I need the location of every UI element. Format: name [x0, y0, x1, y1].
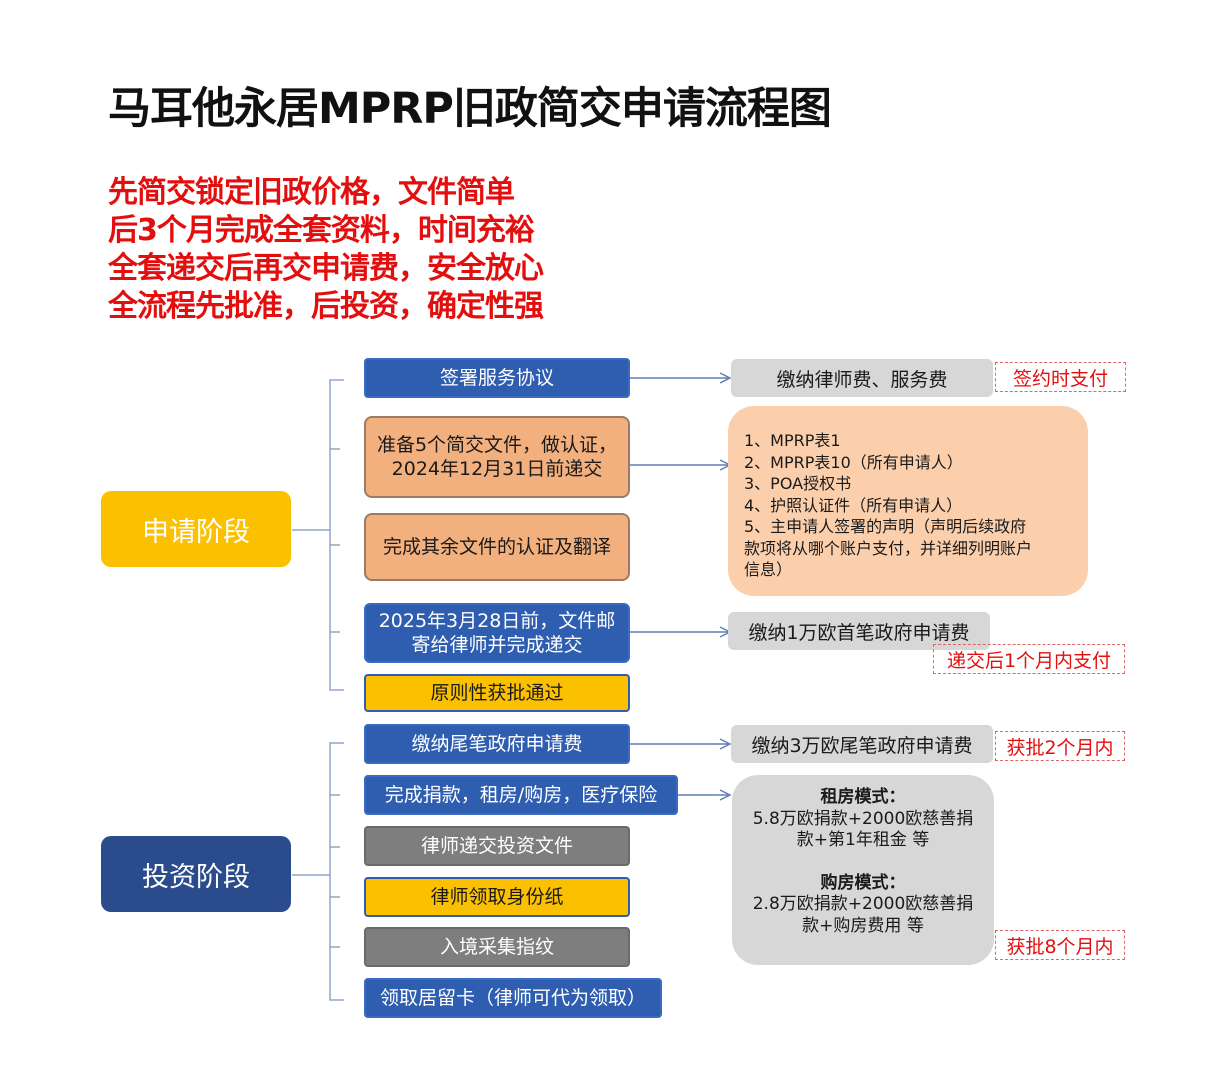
note-final-fee: 缴纳3万欧尾笔政府申请费 [731, 725, 993, 763]
step-prepare-line-1: 准备5个简交文件，做认证， [376, 434, 618, 456]
doc-item-5: 5、主申请人签署的声明（声明后续政府 [744, 517, 1027, 536]
step-approval: 原则性获批通过 [364, 674, 630, 712]
subtitle-line-2: 后3个月完成全套资料，时间充裕 [108, 213, 535, 248]
note-first-fee: 缴纳1万欧首笔政府申请费 [728, 612, 990, 650]
step-fingerprint: 入境采集指纹 [364, 927, 630, 967]
rent-mode-title: 租房模式： [820, 787, 906, 807]
step-prepare-line-2: 2024年12月31日前递交 [391, 458, 603, 480]
step-mail-line-1: 2025年3月28日前，文件邮 [378, 610, 616, 632]
step-complete-documents: 完成其余文件的认证及翻译 [364, 513, 630, 581]
step-final-fee: 缴纳尾笔政府申请费 [364, 724, 630, 764]
rent-mode-line-1: 5.8万欧捐款+2000欧慈善捐 [752, 808, 974, 829]
buy-mode-line-1: 2.8万欧捐款+2000欧慈善捐 [752, 894, 974, 914]
doc-item-3: 3、POA授权书 [744, 474, 852, 493]
subtitle-line-1: 先简交锁定旧政价格，文件简单 [108, 175, 515, 210]
doc-item-2: 2、MPRP表10（所有申请人） [744, 452, 963, 472]
step-invest-documents: 律师递交投资文件 [364, 826, 630, 866]
phase-investment: 投资阶段 [101, 836, 291, 912]
note-first-fee-timing: 递交后1个月内支付 [933, 644, 1125, 674]
subtitle-line-3: 全套递交后再交申请费，安全放心 [108, 251, 544, 286]
step-mail-line-2: 寄给律师并完成递交 [411, 634, 583, 656]
note-final-fee-timing: 获批2个月内 [995, 731, 1125, 761]
doc-item-1: 1、MPRP表1 [744, 431, 841, 450]
note-investment-modes: 租房模式： 5.8万欧捐款+2000欧慈善捐 款+第1年租金 等 购房模式： 2… [732, 775, 994, 965]
page-title: 马耳他永居MPRP旧政简交申请流程图 [108, 84, 832, 134]
phase-application: 申请阶段 [101, 491, 291, 567]
step-prepare-documents: 准备5个简交文件，做认证， 2024年12月31日前递交 [364, 416, 630, 498]
note-lawyer-fees: 缴纳律师费、服务费 [731, 359, 993, 397]
doc-item-5-cont-1: 款项将从哪个账户支付，并详细列明账户 [744, 538, 1033, 558]
step-id-paper: 律师领取身份纸 [364, 877, 630, 917]
doc-item-4: 4、护照认证件（所有申请人） [744, 495, 963, 515]
note-invest-timing: 获批8个月内 [995, 930, 1125, 960]
step-residence-card: 领取居留卡（律师可代为领取） [364, 978, 662, 1018]
note-fees-timing: 签约时支付 [995, 362, 1126, 392]
step-donation: 完成捐款，租房/购房，医疗保险 [364, 775, 678, 815]
step-mail-documents: 2025年3月28日前，文件邮 寄给律师并完成递交 [364, 603, 630, 663]
rent-mode-line-2: 款+第1年租金 等 [796, 830, 930, 850]
buy-mode-line-2: 款+购房费用 等 [802, 915, 924, 936]
subtitle-line-4: 全流程先批准，后投资，确定性强 [108, 289, 544, 324]
doc-item-5-cont-2: 信息） [744, 560, 793, 579]
step-sign-agreement: 签署服务协议 [364, 358, 630, 398]
note-documents-list: 1、MPRP表1 2、MPRP表10（所有申请人） 3、POA授权书 4、护照认… [728, 406, 1088, 596]
buy-mode-title: 购房模式： [820, 872, 906, 893]
